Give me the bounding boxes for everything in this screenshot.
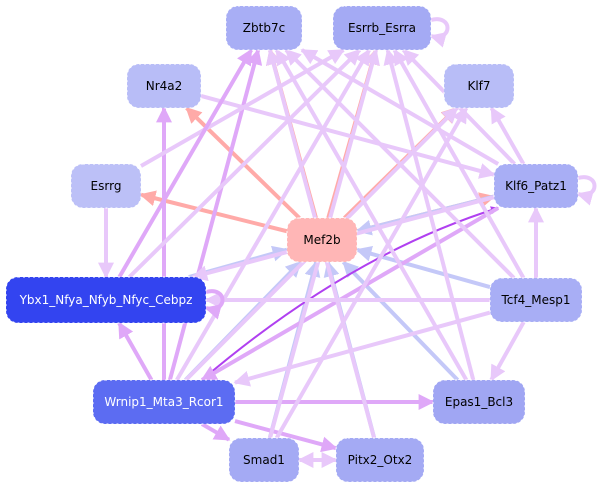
edge-Klf6_Patz1-to-Klf6_Patz1: [576, 175, 597, 206]
edge-Ybx1_Nfya_Nfyb_Nfyc_Cebpz-to-Esrrb_Esrra: [127, 48, 362, 279]
node-box: [70, 163, 142, 209]
node-label: Zbtb7c: [243, 21, 285, 35]
node-klf6-patz1[interactable]: Klf6_Patz1: [493, 163, 579, 209]
edge-Epas1_Bcl3-to-Zbtb7c: [274, 48, 469, 381]
edge-Wrnip1_Mta3_Rcor1-to-Pitx2_Otx2: [234, 419, 338, 453]
edge-Tcf4_Mesp1-to-Zbtb7c: [284, 48, 516, 280]
node-label: Esrrb_Esrra: [348, 21, 416, 35]
node-esrrb-esrra[interactable]: Esrrb_Esrra: [332, 5, 432, 51]
node-esrrg[interactable]: Esrrg: [70, 163, 142, 209]
node-wrnip1-mta3-rcor1[interactable]: Wrnip1_Mta3_Rcor1: [92, 379, 236, 425]
node-mef2b[interactable]: Mef2b: [286, 217, 358, 263]
edge-Wrnip1_Mta3_Rcor1-to-Esrrb_Esrra: [175, 48, 371, 382]
node-box: [335, 437, 425, 483]
edge-Klf6_Patz1-to-Zbtb7c: [300, 48, 500, 166]
edge-Epas1_Bcl3-to-Mef2b: [341, 260, 460, 382]
edge-Klf6_Patz1-to-Klf7: [489, 106, 526, 165]
edges-layer: [98, 17, 597, 468]
edge-Epas1_Bcl3-to-Esrrb_Esrra: [383, 48, 476, 381]
node-label: Ybx1_Nfya_Nfyb_Nfyc_Cebpz: [19, 293, 193, 307]
node-box: [432, 379, 526, 425]
node-box: [489, 277, 583, 323]
node-box: [332, 5, 432, 51]
node-label: Klf7: [467, 79, 490, 93]
node-label: Epas1_Bcl3: [445, 395, 513, 409]
node-ybx1-nfya-nfyb-nfyc-cebpz[interactable]: Ybx1_Nfya_Nfyb_Nfyc_Cebpz: [5, 276, 207, 324]
edge-Wrnip1_Mta3_Rcor1-to-Zbtb7c: [167, 48, 263, 381]
node-box: [92, 379, 236, 425]
edge-Ybx1_Nfya_Nfyb_Nfyc_Cebpz-to-Zbtb7c: [117, 48, 253, 279]
node-label: Nr4a2: [146, 79, 183, 93]
node-label: Smad1: [243, 453, 285, 467]
edge-Nr4a2-to-Klf6_Patz1: [200, 94, 496, 179]
node-box: [286, 217, 358, 263]
node-zbtb7c[interactable]: Zbtb7c: [225, 5, 303, 51]
edge-Tcf4_Mesp1-to-Epas1_Bcl3: [489, 321, 526, 382]
edge-Ybx1_Nfya_Nfyb_Nfyc_Cebpz-to-Ybx1_Nfya_Nfyb_Nfyc_Cebpz: [204, 289, 225, 320]
node-box: [126, 63, 202, 109]
edge-Wrnip1_Mta3_Rcor1-to-Smad1: [200, 422, 231, 442]
node-label: Tcf4_Mesp1: [501, 293, 571, 307]
edge-Klf6_Patz1-to-Wrnip1_Mta3_Rcor1: [200, 206, 500, 382]
node-nr4a2[interactable]: Nr4a2: [126, 63, 202, 109]
node-label: Klf6_Patz1: [505, 179, 567, 193]
node-label: Esrrg: [91, 179, 122, 193]
edge-Wrnip1_Mta3_Rcor1-to-Ybx1_Nfya_Nfyb_Nfyc_Cebpz: [117, 321, 154, 381]
node-box: [225, 5, 303, 51]
node-smad1[interactable]: Smad1: [228, 437, 300, 483]
node-box: [5, 276, 207, 324]
node-label: Mef2b: [303, 233, 340, 247]
node-klf7[interactable]: Klf7: [443, 63, 515, 109]
node-epas1-bcl3[interactable]: Epas1_Bcl3: [432, 379, 526, 425]
node-pitx2-otx2[interactable]: Pitx2_Otx2: [335, 437, 425, 483]
node-box: [228, 437, 300, 483]
node-label: Pitx2_Otx2: [348, 453, 413, 467]
edge-Tcf4_Mesp1-to-Wrnip1_Mta3_Rcor1: [233, 310, 491, 387]
edge-Smad1-to-Klf7: [274, 106, 469, 439]
node-tcf4-mesp1[interactable]: Tcf4_Mesp1: [489, 277, 583, 323]
node-box: [493, 163, 579, 209]
node-box: [443, 63, 515, 109]
edge-Esrrb_Esrra-to-Esrrb_Esrra: [429, 17, 450, 48]
edge-Tcf4_Mesp1-to-Mef2b: [355, 245, 491, 290]
node-label: Wrnip1_Mta3_Rcor1: [104, 395, 223, 409]
